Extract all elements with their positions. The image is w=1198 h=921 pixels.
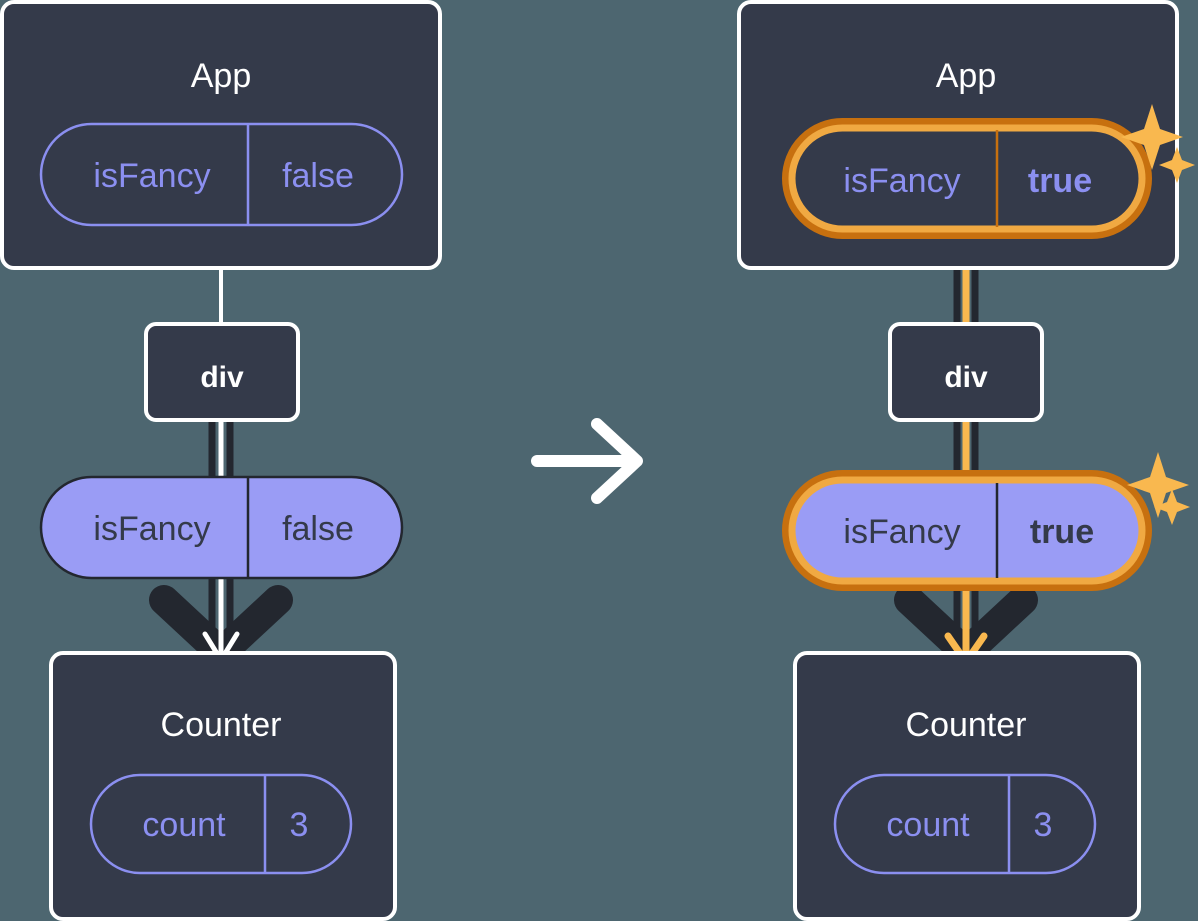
div-box-left[interactable]	[144, 322, 300, 422]
div-box-label-left: div	[200, 361, 244, 394]
prop-pill-left[interactable]	[39, 475, 404, 580]
prop-pill-highlight-inner-right[interactable]	[788, 476, 1146, 585]
arrow-right-icon	[531, 418, 643, 504]
counter-state-pill-right[interactable]	[833, 773, 1097, 875]
prop-value-right: true	[1030, 513, 1094, 551]
counter-state-key-right: count	[886, 806, 970, 844]
counter-state-pill-left[interactable]	[89, 773, 353, 875]
counter-box-left[interactable]	[49, 651, 397, 921]
counter-box-title-left: Counter	[161, 706, 282, 744]
app-state-value-right: true	[1028, 162, 1092, 200]
app-state-key-right: isFancy	[843, 162, 960, 200]
app-state-value-left: false	[282, 157, 354, 195]
sparkle-icon-app-right	[1121, 104, 1195, 183]
counter-state-value-left: 3	[290, 806, 309, 844]
prop-key-right: isFancy	[843, 513, 960, 551]
app-state-pill-left[interactable]	[39, 122, 404, 227]
counter-box-title-right: Counter	[906, 706, 1027, 744]
app-state-key-left: isFancy	[93, 157, 210, 195]
prop-key-left: isFancy	[93, 510, 210, 548]
counter-box-right[interactable]	[793, 651, 1141, 921]
app-box-title-right: App	[936, 57, 997, 95]
app-box-title-left: App	[191, 57, 252, 95]
app-box-left[interactable]	[0, 0, 442, 270]
prop-value-left: false	[282, 510, 354, 548]
counter-state-value-right: 3	[1034, 806, 1053, 844]
div-box-right[interactable]	[888, 322, 1044, 422]
app-state-pill-highlight-inner-right	[788, 124, 1146, 233]
counter-state-key-left: count	[142, 806, 226, 844]
div-box-label-right: div	[944, 361, 988, 394]
sparkle-icon-prop-right	[1127, 452, 1190, 525]
